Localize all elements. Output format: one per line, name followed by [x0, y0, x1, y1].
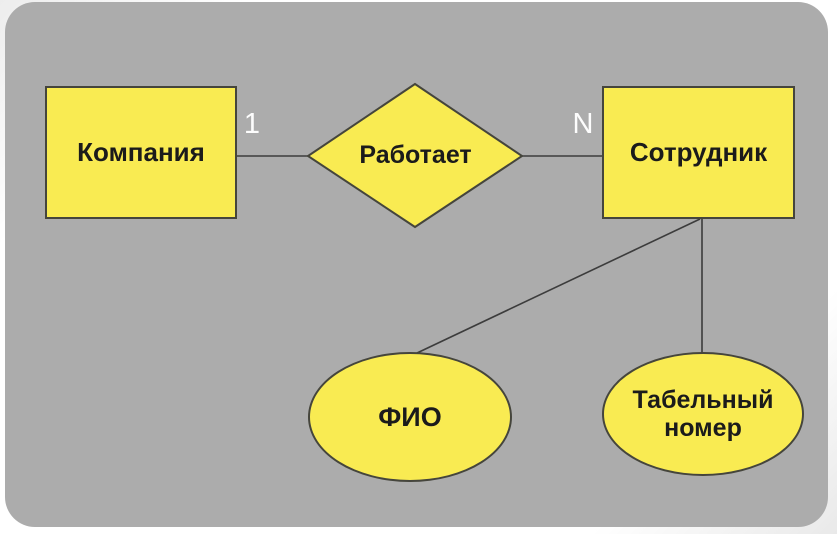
entity-company: Компания [45, 86, 237, 219]
attribute-personnel-number-label: Табельный номер [632, 386, 774, 442]
line-employee-to-fio [416, 218, 701, 354]
relationship-label: Работает [359, 141, 472, 169]
entity-company-label: Компания [77, 137, 205, 167]
entity-employee-label: Сотрудник [629, 137, 768, 167]
attribute-fio-label: ФИО [378, 401, 442, 432]
cardinality-n: N [572, 108, 594, 140]
cardinality-one: 1 [243, 108, 261, 140]
relationship-diamond [306, 82, 524, 229]
attribute-fio: ФИО [308, 352, 512, 482]
entity-employee: Сотрудник [602, 86, 795, 219]
attribute-personnel-number: Табельный номер [602, 352, 804, 476]
